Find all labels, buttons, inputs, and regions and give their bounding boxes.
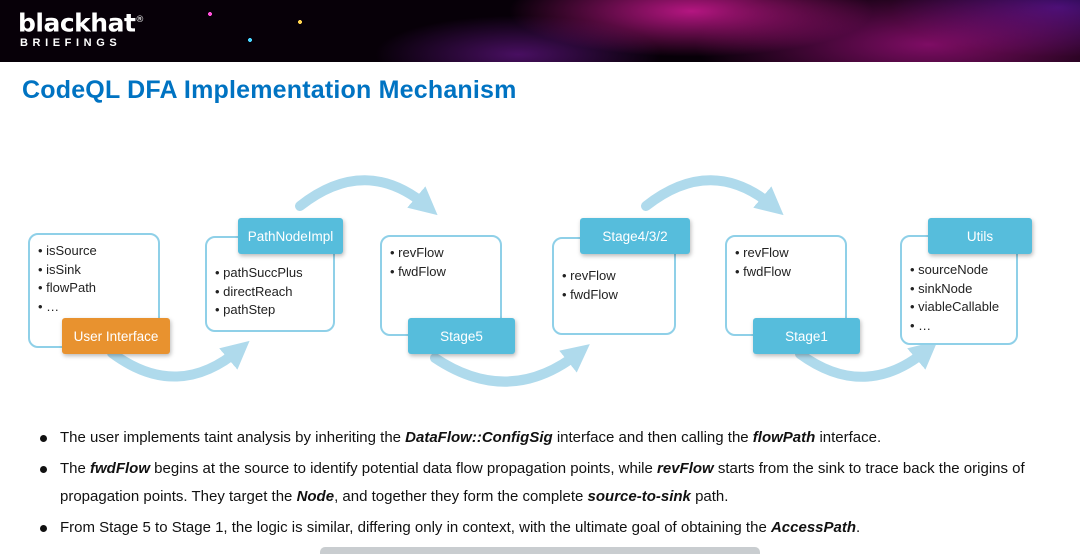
bullet-dot [40, 466, 47, 473]
box-item: sourceNode [902, 261, 1016, 280]
arrow-pathnodeimpl-to-stage5 [295, 175, 438, 216]
box-item: isSink [30, 261, 158, 280]
note-text: The fwdFlow begins at the source to iden… [60, 460, 1025, 505]
page-title: CodeQL DFA Implementation Mechanism [22, 76, 517, 104]
box-stage432: revFlowfwdFlow [552, 237, 676, 335]
bullet-dot [40, 525, 47, 532]
blackhat-logo: blackhat® BRIEFINGS [18, 7, 144, 50]
logo-briefings-text: BRIEFINGS [20, 37, 122, 50]
label-user-interface: User Interface [62, 318, 170, 354]
bullet-dot [40, 435, 47, 442]
box-user-interface: isSourceisSinkflowPath… [28, 233, 160, 348]
box-item: … [902, 317, 1016, 336]
box-item: viableCallable [902, 298, 1016, 317]
box-item: isSource [30, 242, 158, 261]
label-utils: Utils [928, 218, 1032, 254]
label-stage1: Stage1 [753, 318, 860, 354]
box-items: revFlowfwdFlow [727, 244, 845, 281]
logo-main-text: blackhat [18, 8, 136, 38]
blackhat-banner: blackhat® BRIEFINGS [0, 0, 1080, 62]
box-item: fwdFlow [554, 286, 674, 305]
box-item: sinkNode [902, 280, 1016, 299]
note-item: The user implements taint analysis by in… [40, 424, 1052, 452]
note-text: The user implements taint analysis by in… [60, 429, 882, 446]
box-item: revFlow [382, 244, 500, 263]
label-stage5: Stage5 [408, 318, 515, 354]
box-items: revFlowfwdFlow [382, 244, 500, 281]
arrow-stage432-to-stage1 [641, 175, 784, 216]
box-item: pathStep [207, 301, 333, 320]
notes-list: The user implements taint analysis by in… [40, 424, 1052, 545]
box-item: directReach [207, 283, 333, 302]
registered-mark: ® [135, 15, 144, 25]
box-item: revFlow [554, 267, 674, 286]
box-item: fwdFlow [727, 263, 845, 282]
box-item: … [30, 298, 158, 317]
box-item: pathSuccPlus [207, 264, 333, 283]
note-item: From Stage 5 to Stage 1, the logic is si… [40, 514, 1052, 542]
box-items: isSourceisSinkflowPath… [30, 242, 158, 316]
note-item: The fwdFlow begins at the source to iden… [40, 455, 1052, 511]
blackhat-logo-word: blackhat® [18, 7, 144, 36]
box-items: revFlowfwdFlow [554, 267, 674, 304]
arrow-stage5-to-stage432 [430, 344, 590, 387]
label-stage432: Stage4/3/2 [580, 218, 690, 254]
box-item: fwdFlow [382, 263, 500, 282]
box-item: flowPath [30, 279, 158, 298]
label-pathnodeimpl: PathNodeImpl [238, 218, 343, 254]
bottom-strip [320, 547, 760, 554]
box-items: pathSuccPlusdirectReachpathStep [207, 264, 333, 320]
box-items: sourceNodesinkNodeviableCallable… [902, 261, 1016, 335]
box-item: revFlow [727, 244, 845, 263]
note-text: From Stage 5 to Stage 1, the logic is si… [60, 519, 861, 536]
